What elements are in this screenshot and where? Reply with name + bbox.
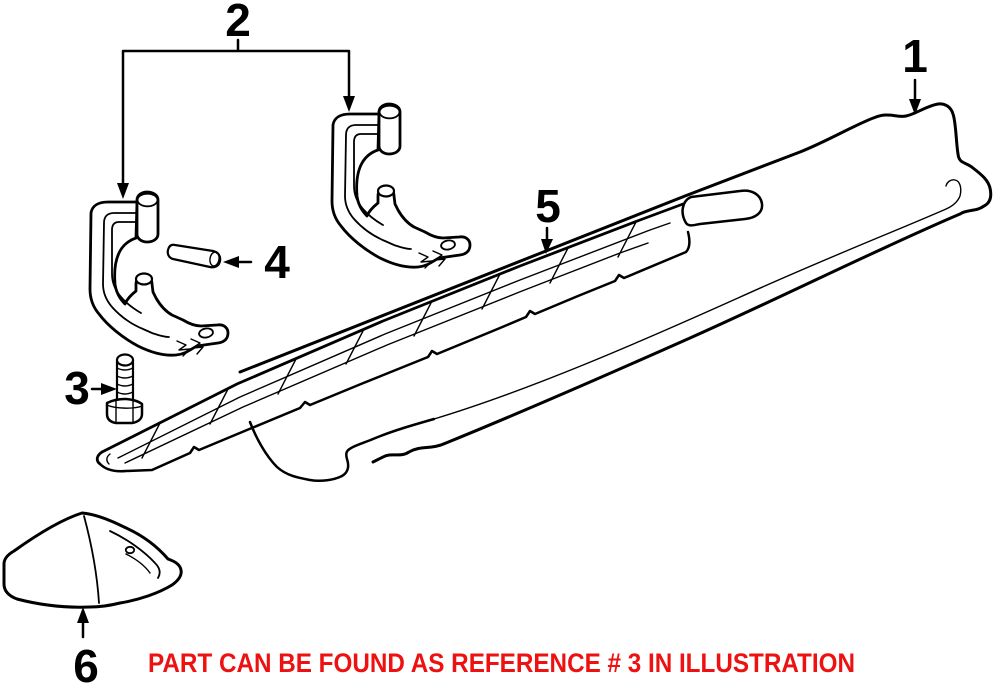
end-cap-hole (124, 545, 136, 555)
callout-label-3: 3 (64, 362, 90, 414)
step-pad-tip (95, 450, 104, 466)
callout-label-6: 6 (73, 640, 99, 685)
bracket-cylinder-cap (136, 192, 159, 208)
bracket-cylinder (135, 190, 160, 244)
pin-end-cap (209, 251, 220, 267)
callout-label-5: 5 (535, 180, 561, 232)
part-support-bracket-left (88, 190, 230, 357)
bolt-hex-head (105, 397, 144, 425)
pin-body (166, 243, 222, 269)
step-pad-tongue (681, 189, 764, 227)
step-pad-line-b (124, 242, 649, 464)
running-board-outline (238, 102, 993, 464)
step-pad-top-edge (100, 202, 685, 454)
step-pad-tread-ticks (141, 221, 637, 459)
running-board-inner-line (433, 179, 962, 420)
part-end-cap (2, 511, 183, 609)
bracket-arm (88, 200, 230, 357)
part-bolt (105, 353, 144, 425)
step-pad-bottom-edge (98, 230, 691, 473)
reference-note: PART CAN BE FOUND AS REFERENCE # 3 IN IL… (148, 648, 855, 678)
part-pin (166, 243, 222, 269)
bracket-tube-line-inner (111, 221, 142, 314)
callout-leader-2 (121, 38, 351, 187)
callout-label-4: 4 (264, 236, 290, 288)
bracket-break-marks (176, 338, 204, 357)
bracket-stud (134, 272, 154, 286)
bolt-shaft-top (115, 353, 135, 367)
end-cap-toe-curve (109, 530, 161, 579)
bolt-head-facets (106, 399, 143, 424)
callouts: 1 2 3 4 5 6 (64, 0, 928, 685)
bracket-tube-line-outer (102, 212, 170, 338)
part-step-pad (95, 189, 764, 473)
end-cap-toe-inner-curve (125, 553, 151, 574)
bracket-plate-hole (198, 327, 214, 339)
running-board-apron (248, 417, 436, 483)
end-cap-outline (2, 511, 183, 609)
step-pad-line-a (117, 222, 671, 459)
callout-label-2: 2 (225, 0, 251, 46)
callout-label-1: 1 (902, 30, 928, 82)
part-support-bracket-right (330, 102, 472, 270)
step-pad-tip-inner (106, 453, 111, 465)
bolt-shaft (115, 358, 135, 402)
part-running-board (238, 102, 993, 483)
bolt-threads (116, 367, 134, 395)
end-cap-crease (83, 515, 100, 604)
